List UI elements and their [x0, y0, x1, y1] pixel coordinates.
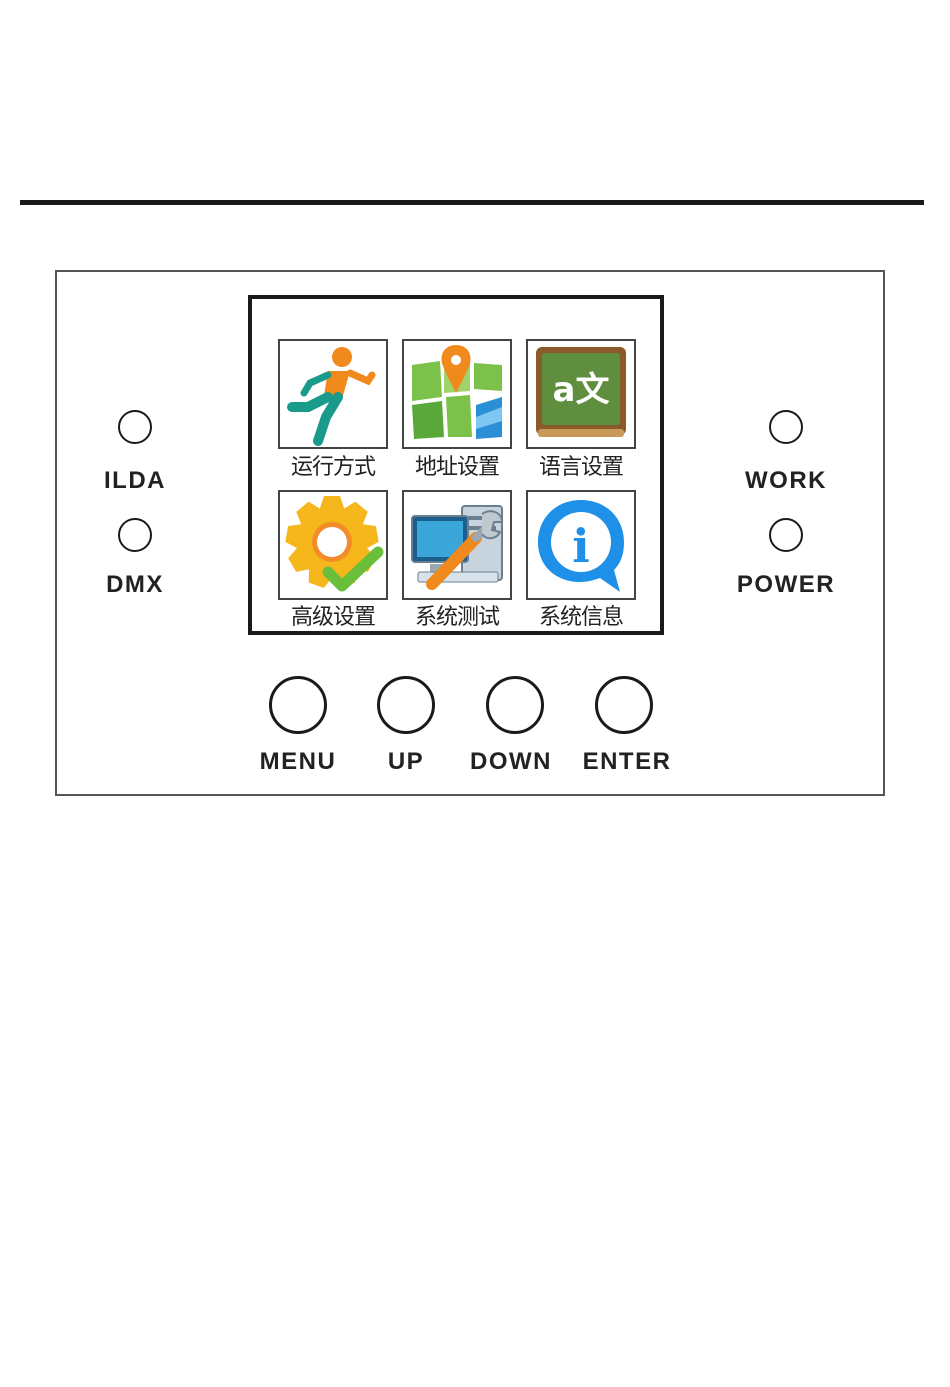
info-bubble-icon: i	[528, 492, 634, 598]
dmx-led	[118, 518, 152, 552]
map-pin-icon	[404, 341, 510, 447]
dmx-label: DMX	[65, 571, 205, 599]
down-button[interactable]	[486, 676, 544, 734]
info-icon-glyph: i	[572, 519, 589, 573]
menu-label-language: 语言设置	[521, 449, 641, 481]
menu-tile-system-info[interactable]: i	[526, 490, 636, 600]
language-icon-glyph: a文	[553, 370, 610, 410]
top-rule	[20, 200, 924, 205]
running-person-icon	[280, 341, 386, 447]
menu-tile-language[interactable]: a文	[526, 339, 636, 449]
up-button-label: UP	[346, 748, 466, 776]
menu-label-address: 地址设置	[397, 449, 517, 481]
language-board-icon: a文	[528, 341, 634, 447]
ilda-led	[118, 410, 152, 444]
power-label: POWER	[716, 571, 856, 599]
menu-tile-system-test[interactable]	[402, 490, 512, 600]
ilda-label: ILDA	[65, 467, 205, 495]
work-led	[769, 410, 803, 444]
power-led	[769, 518, 803, 552]
work-label: WORK	[716, 467, 856, 495]
menu-button[interactable]	[269, 676, 327, 734]
enter-button[interactable]	[595, 676, 653, 734]
down-button-label: DOWN	[451, 748, 571, 776]
menu-label-system-info: 系统信息	[521, 599, 641, 631]
menu-tile-run-mode[interactable]	[278, 339, 388, 449]
menu-button-label: MENU	[238, 748, 358, 776]
enter-button-label: ENTER	[567, 748, 687, 776]
menu-label-advanced: 高级设置	[273, 599, 393, 631]
menu-label-run-mode: 运行方式	[273, 449, 393, 481]
up-button[interactable]	[377, 676, 435, 734]
menu-tile-advanced[interactable]	[278, 490, 388, 600]
gear-check-icon	[280, 492, 386, 598]
menu-label-system-test: 系统测试	[397, 599, 517, 631]
menu-tile-address[interactable]	[402, 339, 512, 449]
computer-wrench-icon	[404, 492, 510, 598]
